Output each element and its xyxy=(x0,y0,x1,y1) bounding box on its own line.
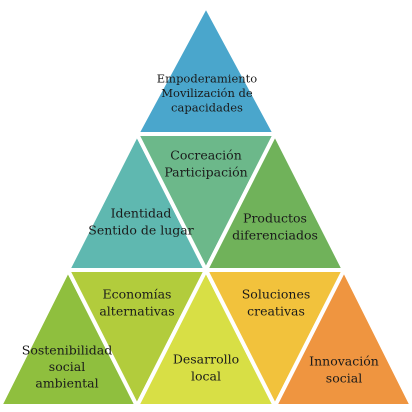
pyramid-cell-label-line: Movilización de xyxy=(161,86,253,100)
pyramid-cell-label-line: creativas xyxy=(247,304,305,319)
pyramid-cell-label-bot-2: Economías alternativas xyxy=(99,287,174,319)
pyramid-cell-label-bot-4: Soluciones creativas xyxy=(242,287,311,319)
pyramid-cell-label-line: Empoderamiento xyxy=(157,72,258,86)
pyramid-cell-label-line: Cocreación xyxy=(170,148,242,163)
pyramid-cell-bot-5 xyxy=(273,268,412,408)
pyramid-cell-label-line: ambiental xyxy=(35,376,98,391)
pyramid-cell-label-bot-3: Desarrollo local xyxy=(173,352,239,384)
pyramid-cell-label-line: Soluciones xyxy=(242,287,311,302)
pyramid-cell-label-line: Participación xyxy=(164,165,247,180)
pyramid-cell-label-mid-right: Productos diferenciados xyxy=(232,211,318,243)
pyramid-cell-label-line: alternativas xyxy=(99,304,174,319)
pyramid-cell-label-line: Productos xyxy=(243,211,307,226)
pyramid-cell-label-line: Sostenibilidad xyxy=(22,343,112,358)
pyramid-cell-label-bot-5: Innovación social xyxy=(309,354,379,386)
pyramid-cell-label-line: capacidades xyxy=(171,101,243,115)
pyramid-cell-label-line: local xyxy=(191,369,221,384)
pyramid-cell-label-line: Innovación xyxy=(309,354,379,369)
pyramid-cell-label-line: social xyxy=(326,371,362,386)
pyramid-cell-label-line: Sentido de lugar xyxy=(88,223,193,238)
pyramid-cell-label-line: Economías xyxy=(103,287,172,302)
pyramid-cell-label-line: social xyxy=(49,359,85,374)
pyramid-cell-label-line: diferenciados xyxy=(232,228,318,243)
pyramid-cell-top xyxy=(135,4,277,136)
pyramid-cell-label-line: Desarrollo xyxy=(173,352,239,367)
pyramid-cell-label-line: Identidad xyxy=(111,206,172,221)
